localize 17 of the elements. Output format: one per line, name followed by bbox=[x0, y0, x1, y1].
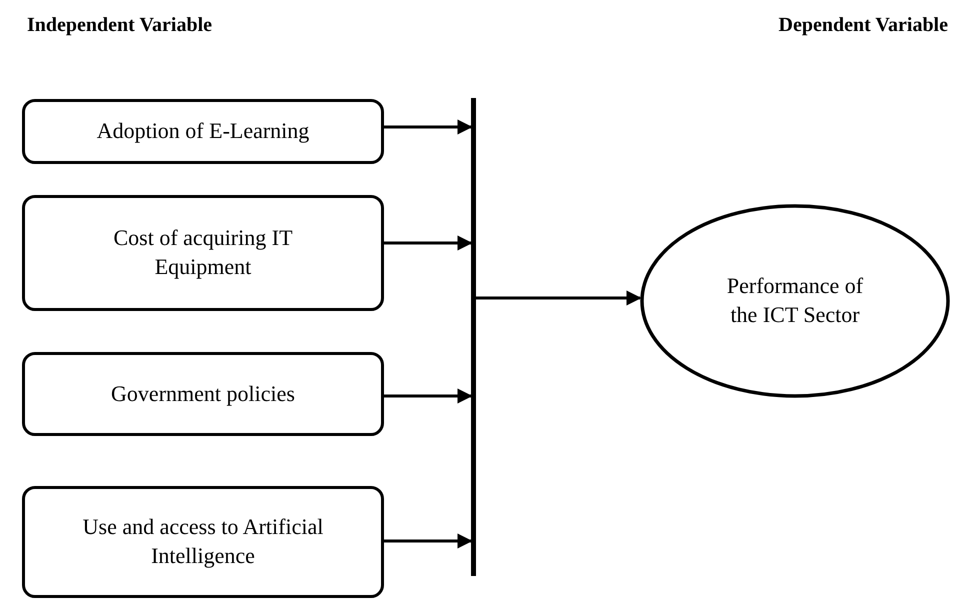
arrow bbox=[384, 388, 472, 404]
variable-box bbox=[22, 195, 384, 311]
outcome-label: Performance of the ICT Sector bbox=[726, 272, 864, 329]
column-heading: Dependent Variable bbox=[778, 14, 948, 37]
variable-label: Use and access to Artificial Intelligence bbox=[82, 513, 324, 570]
column-heading: Independent Variable bbox=[27, 14, 212, 37]
variable-box bbox=[22, 486, 384, 598]
vertical-bar bbox=[471, 98, 476, 576]
arrow bbox=[384, 534, 472, 548]
arrow bbox=[476, 290, 642, 306]
arrow bbox=[384, 236, 472, 250]
arrow bbox=[384, 120, 472, 134]
variable-label: Government policies bbox=[111, 380, 295, 408]
variable-box bbox=[22, 99, 384, 164]
variable-label: Cost of acquiring IT Equipment bbox=[112, 224, 294, 281]
variable-box bbox=[22, 352, 384, 436]
variable-label: Adoption of E-Learning bbox=[96, 117, 310, 146]
